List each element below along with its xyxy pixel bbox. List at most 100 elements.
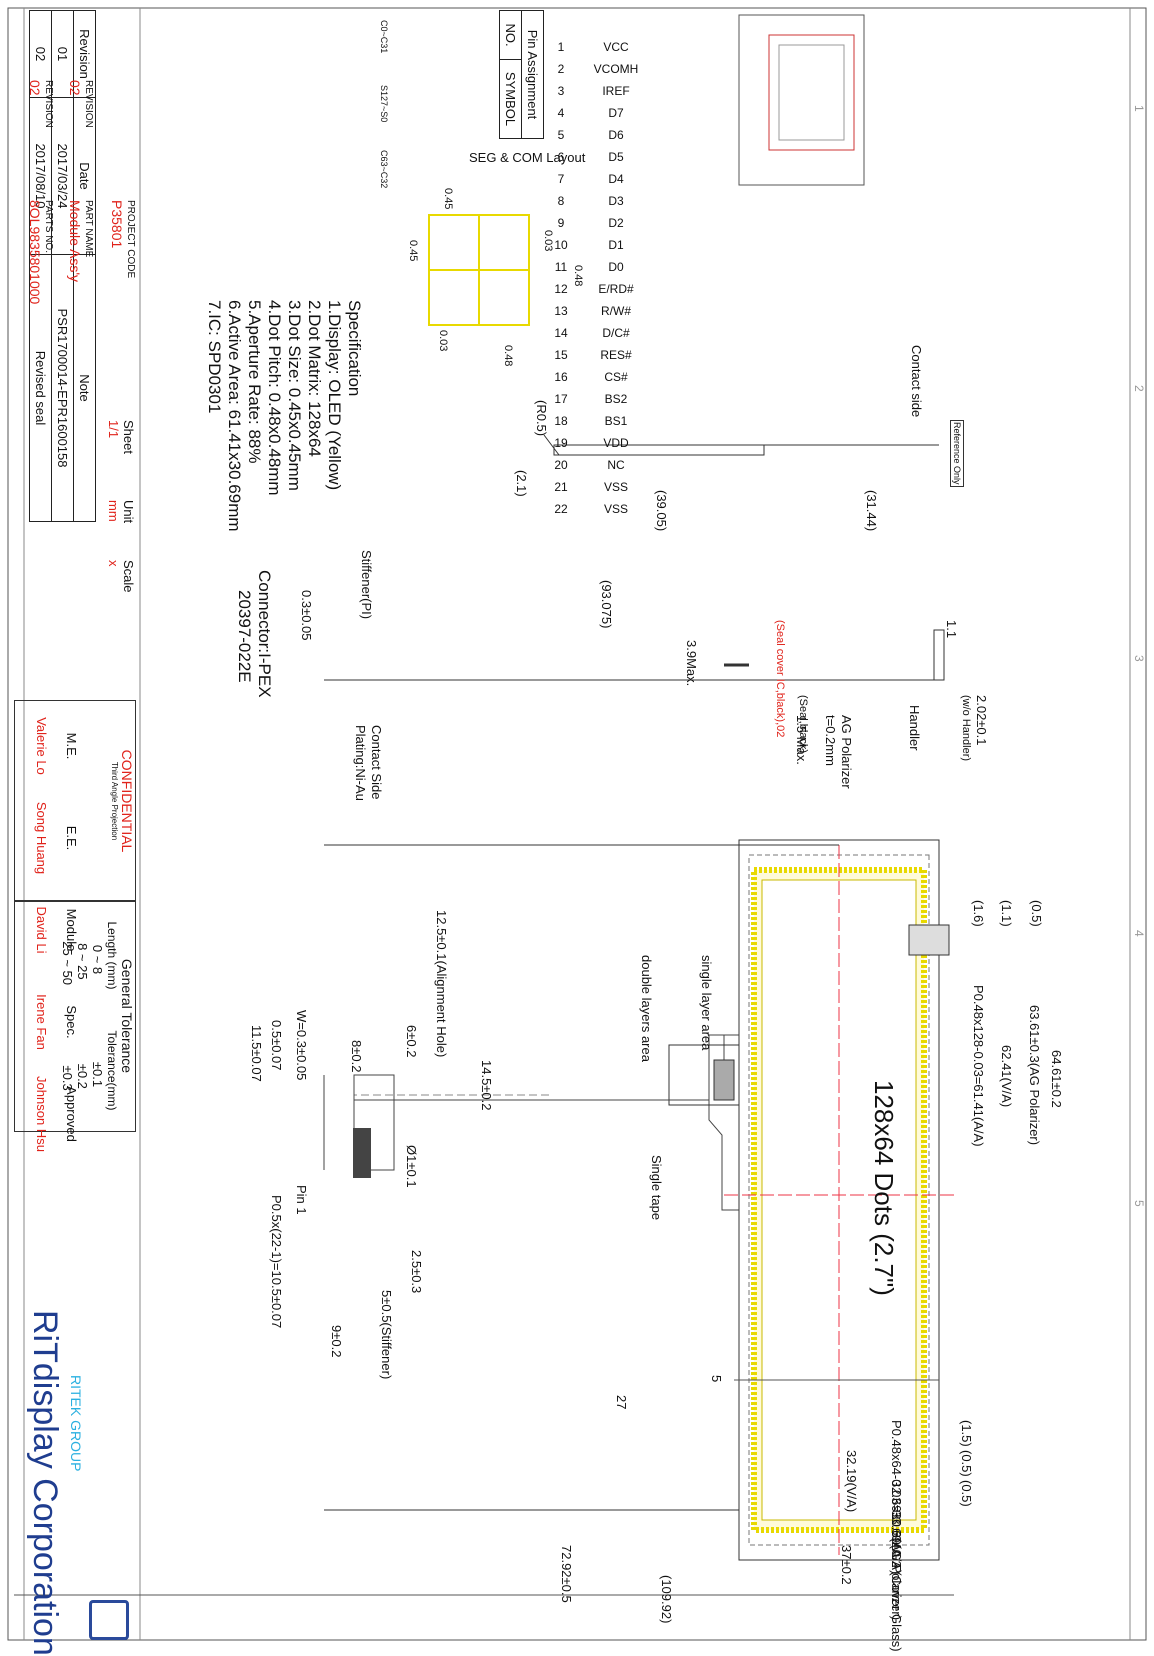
- pin-number: 19: [554, 436, 568, 450]
- seal-cover-note: (Seal cover IC,black),02: [774, 620, 786, 738]
- pin-symbol: VCC: [603, 40, 629, 54]
- sheet-value: 1/1: [106, 420, 121, 439]
- single-tape-label: Single tape: [649, 1155, 664, 1221]
- name-me: Valerie Lo: [34, 717, 49, 775]
- contact-side-label: Contact side: [909, 345, 924, 418]
- pin-symbol: NC: [607, 458, 625, 472]
- pin-number: 4: [557, 106, 565, 120]
- pixel-dim: 0.48: [502, 345, 514, 367]
- scale-label: Scale: [121, 560, 136, 593]
- unit-value: mm: [106, 500, 121, 522]
- grid-number-2: 2: [1132, 385, 1146, 392]
- name-module: David Li: [34, 906, 49, 954]
- parts-no-cell: PARTS NO. 8OL9835801000: [27, 200, 54, 304]
- pin-symbol: D0: [608, 260, 624, 274]
- dim-64-61: 64.61±0.2: [1049, 1050, 1064, 1108]
- double-layers-area-label: double layers area: [639, 955, 654, 1062]
- pin-number: 7: [557, 172, 565, 186]
- dim-bottom: (0.5): [959, 1450, 974, 1477]
- spec-line: 1.Display: OLED (Yellow): [325, 300, 344, 491]
- company-name: RiTdisplay Corporation: [26, 1310, 64, 1656]
- alignment-hole-dim: 12.5±0.1(Alignment Hole): [434, 910, 449, 1058]
- seg-com-label: S127~S0: [379, 85, 389, 123]
- pin-number: 8: [557, 194, 565, 208]
- pixel-dim: 0.45: [442, 188, 454, 210]
- dim-0-5: 0.5±0.07: [269, 1020, 284, 1071]
- confidential-label: CONFIDENTIAL: [119, 749, 135, 853]
- dim-bottom: 37±0.2: [839, 1545, 854, 1585]
- company-group: RITEK GROUP: [68, 1375, 84, 1472]
- dim-2-02: 2.02±0.1: [974, 695, 989, 746]
- reference-only-label: Reference Only: [950, 420, 964, 487]
- seal-black-note: (Seal,black): [797, 695, 809, 754]
- revision-value-2: 02: [27, 80, 43, 96]
- spec-line: 7.IC: SPD0301: [205, 300, 224, 414]
- display-dots-label: 128x64 Dots (2.7"): [869, 1080, 899, 1296]
- dim-bottom: (0.5): [959, 1480, 974, 1507]
- dim-bracket: (0.5): [1029, 900, 1044, 927]
- pin-symbol: E/RD#: [598, 282, 634, 296]
- tol-header: Length (mm): [105, 921, 119, 990]
- pin-row: 1 VCC: [541, 40, 651, 54]
- pin-symbol: BS1: [604, 414, 628, 428]
- dim-w: W=0.3±0.05: [294, 1010, 309, 1081]
- pin-number: 1: [557, 40, 565, 54]
- stiffener-label: Stiffener(PI): [359, 550, 374, 620]
- dim-1-1: 1.1: [944, 620, 959, 639]
- pin-symbol: D1: [608, 238, 624, 252]
- dim-5-stiffener: 5±0.5(Stiffener): [379, 1290, 394, 1380]
- dim-2-1: (2.1): [514, 470, 529, 497]
- dim-63-61: 63.61±0.3(AG Polarizer): [1027, 1005, 1042, 1146]
- pin-number: 5: [557, 128, 565, 142]
- grid-number-4: 4: [1132, 930, 1146, 937]
- connector-label: Connector:I-PEX: [255, 570, 274, 698]
- part-name-cell: PART NAME Module Ass'y: [67, 200, 94, 282]
- dim-62-41: 62.41(V/A): [999, 1045, 1014, 1108]
- tol-row: 0 ~ 8 ±0.1: [90, 901, 105, 1131]
- dim-9: 9±0.2: [329, 1325, 344, 1358]
- pin-symbol: RES#: [600, 348, 632, 362]
- connector-part: 20397-022E: [235, 590, 254, 683]
- dim-bottom: (109.92): [659, 1575, 674, 1624]
- unit-cell: Unit mm: [106, 500, 136, 523]
- pin-symbol: VCOMH: [593, 62, 639, 76]
- dim-27: 27: [614, 1395, 629, 1410]
- single-layer-area-label: single layer area: [699, 955, 714, 1051]
- name-approved: Johnson Hsu: [34, 1076, 49, 1152]
- revision-label-2: REVISION: [43, 80, 54, 128]
- pin-number: 22: [554, 502, 568, 516]
- tol-len: 0 ~ 8: [90, 944, 105, 975]
- parts-no: 8OL9835801000: [27, 200, 43, 305]
- pin-symbol: CS#: [604, 370, 628, 384]
- company-logo-icon: [89, 1600, 129, 1640]
- dim-8: 8±0.2: [349, 1040, 364, 1073]
- spec-line: 5.Aperture Rate: 88%: [245, 300, 264, 464]
- unit-label: Unit: [121, 500, 136, 524]
- name-row: Valerie Lo Song Huang David Li Irene Fan…: [34, 700, 49, 1160]
- project-code-cell: PROJECT CODE P35801: [109, 200, 136, 278]
- pin-number: 3: [557, 84, 565, 98]
- pixel-dim: 0.03: [437, 330, 449, 352]
- pin-symbol: R/W#: [601, 304, 631, 318]
- pin-symbol: D2: [608, 216, 624, 230]
- pixel-dim: 0.03: [542, 230, 554, 252]
- seg-com-label: C63~C32: [379, 150, 389, 189]
- note-header: Note: [73, 254, 96, 522]
- revision-label: REVISION: [83, 80, 94, 128]
- pin-number: 14: [554, 326, 568, 340]
- revision-cell: REVISION 02: [67, 80, 94, 128]
- ag-polarizer-label: AG Polarizer: [839, 715, 854, 789]
- pin-symbol: D4: [608, 172, 624, 186]
- dim-0-3: 0.3±0.05: [299, 590, 314, 641]
- grid-number-5: 5: [1132, 1200, 1146, 1207]
- pin-symbol: D6: [608, 128, 624, 142]
- pin-number: 9: [557, 216, 565, 230]
- dim-3-9max: 3.9Max.: [684, 640, 699, 687]
